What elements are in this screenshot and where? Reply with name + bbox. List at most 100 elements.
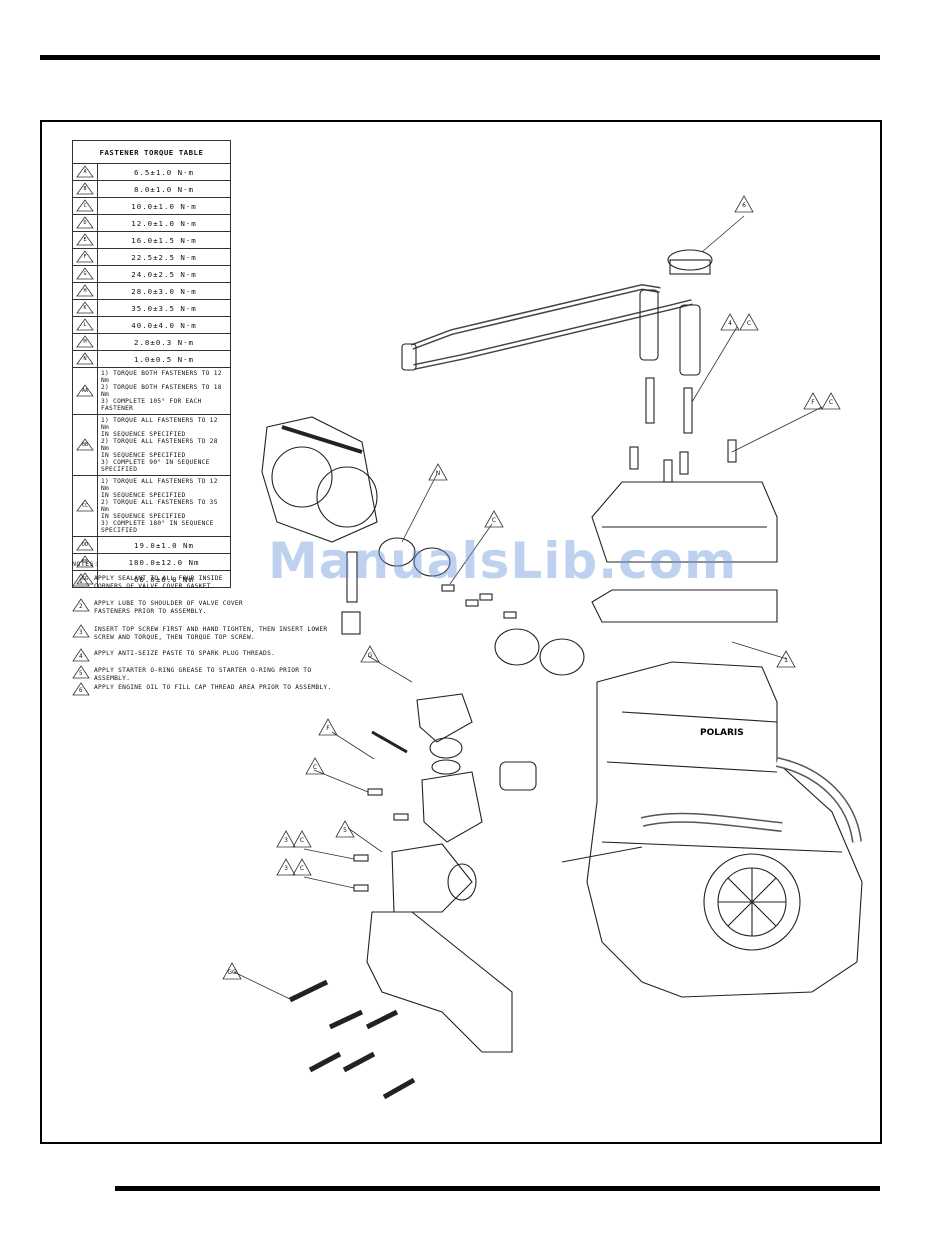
thermostat-housing	[421, 771, 483, 843]
coil-boot-2	[679, 304, 701, 376]
oil-fill-cap-body	[669, 259, 711, 275]
intake-boot-1	[494, 628, 540, 666]
valve-cover-bolt	[629, 446, 639, 470]
oil-fill-cap	[667, 249, 713, 271]
callout-text: C	[491, 517, 497, 524]
starter-motor	[391, 843, 473, 913]
torque-key-label: E	[83, 236, 87, 243]
callout-label: 1	[776, 650, 796, 668]
note-number-triangle: 3	[72, 624, 90, 638]
mount-bolt	[382, 1077, 416, 1100]
callout-label: N	[428, 463, 448, 481]
bolt	[367, 788, 383, 796]
callout-label: C	[292, 830, 312, 848]
callout-text: 3	[284, 837, 288, 844]
hose-clamp	[413, 547, 451, 577]
callout-label: 3	[276, 830, 296, 848]
valve-cover	[591, 481, 778, 563]
torque-key-label: D	[83, 219, 87, 226]
bolt	[393, 813, 409, 821]
callout-label: C	[292, 858, 312, 876]
torque-key-label: M	[83, 338, 87, 345]
torque-key-label: F	[83, 253, 87, 260]
callout-label: C	[305, 757, 325, 775]
mount-bolt	[342, 1051, 376, 1073]
callout-text: C	[746, 320, 752, 327]
callout-label: F	[803, 392, 823, 410]
note-text: APPLY ENGINE OIL TO FILL CAP THREAD AREA…	[94, 684, 332, 691]
valve-cover-bolt	[727, 439, 737, 463]
callout-text: G	[367, 652, 373, 659]
spark-plug-wire-2-inner	[413, 300, 693, 369]
callout-text: 3	[284, 865, 288, 872]
note-text: INSERT TOP SCREW FIRST AND HAND TIGHTEN,…	[94, 626, 328, 641]
torque-key-label: C	[83, 202, 87, 209]
engine-logo: POLARIS	[700, 728, 744, 738]
hose-fitting	[341, 611, 361, 635]
callout-label: 5	[335, 820, 355, 838]
bolt	[353, 884, 369, 892]
note-text: APPLY LUBE TO SHOULDER OF VALVE COVER FA…	[94, 600, 243, 615]
torque-value: 2.8±0.3 N·m	[97, 333, 231, 351]
note-number-triangle: 5	[72, 665, 90, 679]
callout-text: C	[312, 764, 318, 771]
callout-text: GG	[227, 969, 237, 976]
mount-bolt	[288, 979, 329, 1003]
fastener	[479, 593, 493, 601]
torque-key-label: N	[83, 355, 87, 362]
note-number-triangle: 1	[72, 573, 90, 587]
top-rule	[40, 55, 880, 60]
callout-text: 1	[784, 657, 788, 664]
bottom-rule	[115, 1186, 880, 1191]
fastener	[465, 599, 479, 607]
callout-text: 6	[742, 202, 746, 209]
fastener	[441, 584, 455, 592]
torque-key-label: A	[83, 168, 87, 175]
torque-key-label: AA	[81, 387, 89, 394]
torque-value: 60.0±6.0 Nm	[97, 570, 231, 588]
torque-key: AA	[72, 367, 98, 415]
valve-cover-bolt	[679, 451, 689, 475]
callout-label: GG	[222, 962, 242, 980]
note-number: 3	[79, 629, 83, 636]
note-number: 5	[79, 670, 83, 677]
housing-gasket	[499, 761, 537, 791]
fastener	[503, 611, 517, 619]
valve-cover-gasket	[591, 589, 778, 623]
stator-cover	[703, 853, 801, 951]
note-text: APPLY SEALANT TO ALL FOUR INSIDE CORNERS…	[94, 575, 223, 590]
torque-key-label: H	[83, 287, 87, 294]
note-text: APPLY ANTI-SEIZE PASTE TO SPARK PLUG THR…	[94, 650, 276, 657]
callout-label: G	[360, 645, 380, 663]
callout-text: C	[299, 865, 305, 872]
o-ring	[431, 759, 461, 775]
torque-value: 1) TORQUE ALL FASTENERS TO 12 Nm IN SEQU…	[97, 414, 231, 476]
note-number-triangle: 4	[72, 648, 90, 662]
callout-label: 4	[720, 313, 740, 331]
bolt	[353, 854, 369, 862]
engine-exploded-view: POLARIS	[233, 215, 863, 1100]
callout-text: F	[811, 399, 815, 406]
spark-plug-wire-1-inner	[411, 285, 661, 349]
coil-boot-1	[639, 289, 659, 361]
callout-text: 4	[728, 320, 732, 327]
mount-bolt	[328, 1009, 364, 1030]
figure-frame	[40, 120, 882, 1144]
torque-key-label: K	[83, 304, 87, 311]
note-number-triangle: 6	[72, 682, 90, 696]
valve-cover-bolt	[663, 459, 673, 483]
note-number: 1	[79, 578, 83, 585]
callout-label: F	[318, 718, 338, 736]
torque-key: L	[72, 316, 98, 334]
callout-text: C	[828, 399, 834, 406]
callout-label: 3	[276, 858, 296, 876]
note-number: 4	[79, 653, 83, 660]
wire-connector	[401, 343, 417, 371]
torque-key-label: G	[83, 270, 87, 277]
fuel-rail	[281, 425, 363, 454]
